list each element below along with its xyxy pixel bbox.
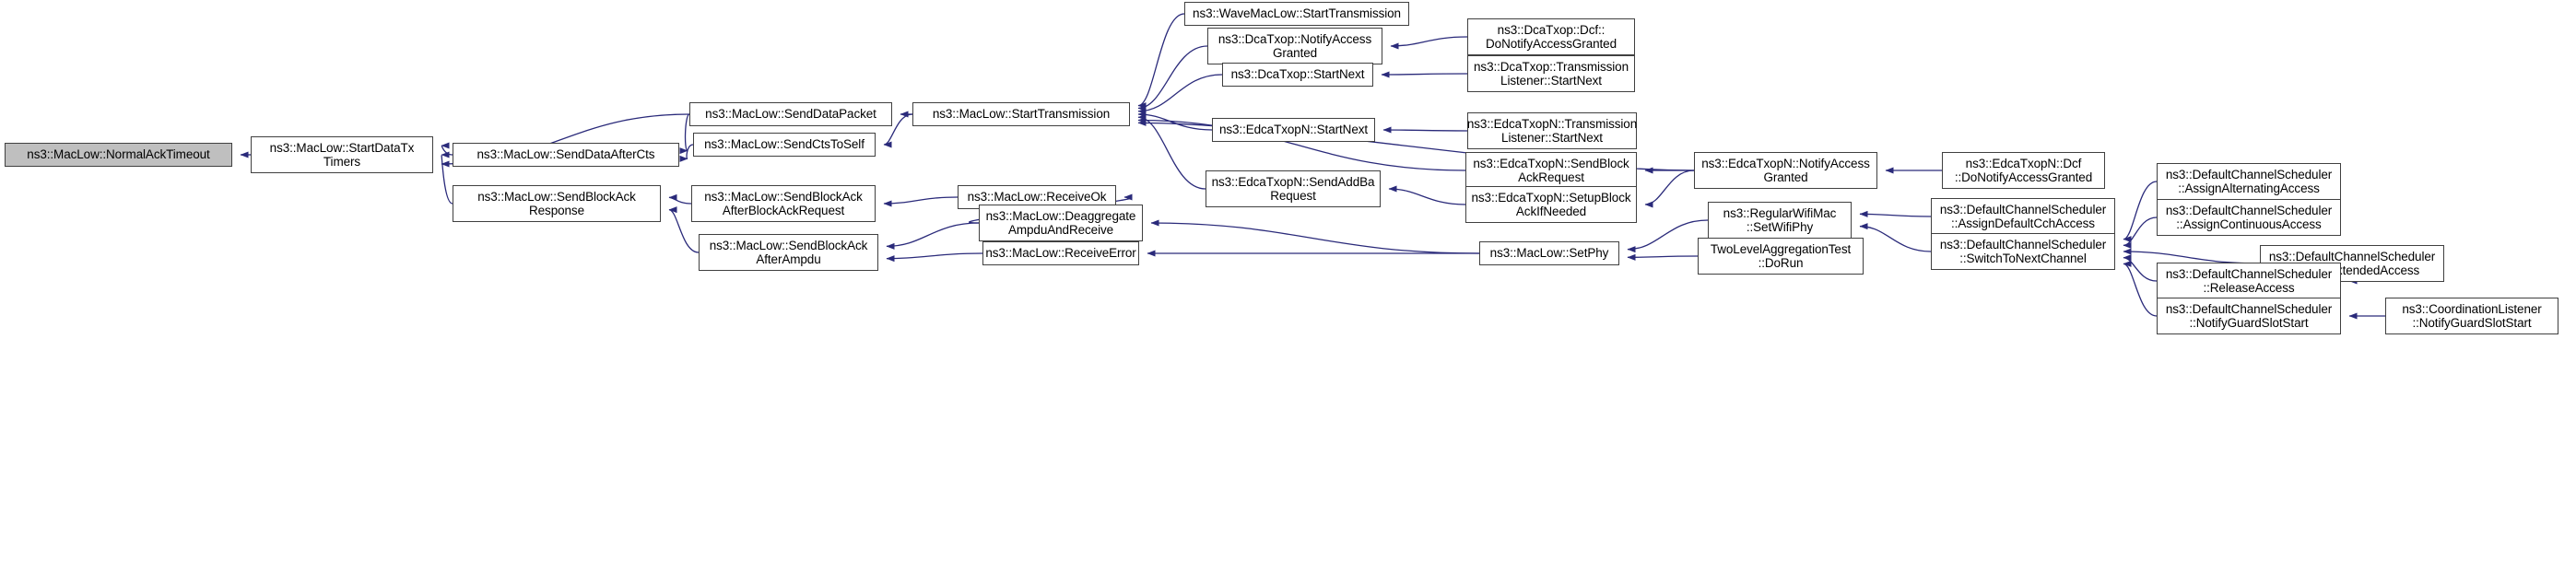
- graph-node[interactable]: ns3::RegularWifiMac ::SetWifiPhy: [1708, 202, 1852, 239]
- graph-edge: [1137, 13, 1185, 110]
- graph-edge: [883, 196, 959, 207]
- graph-edge: [668, 206, 700, 253]
- graph-node[interactable]: ns3::MacLow::StartDataTx Timers: [251, 136, 433, 173]
- graph-edge: [1627, 253, 1699, 261]
- graph-node[interactable]: ns3::DefaultChannelScheduler ::NotifyGua…: [2157, 298, 2341, 334]
- graph-edge: [1137, 74, 1223, 115]
- graph-node[interactable]: ns3::MacLow::Deaggregate AmpduAndReceive: [979, 205, 1143, 241]
- graph-edge: [883, 113, 913, 148]
- graph-edge: [679, 113, 690, 155]
- graph-node[interactable]: ns3::MacLow::SendDataAfterCts: [453, 143, 679, 167]
- graph-node[interactable]: ns3::MacLow::SendDataPacket: [689, 102, 892, 126]
- graph-edge: [2123, 216, 2158, 249]
- graph-node[interactable]: ns3::EdcaTxopN::SetupBlock AckIfNeeded: [1465, 186, 1637, 223]
- graph-edge: [668, 193, 692, 205]
- graph-node[interactable]: ns3::DcaTxop::StartNext: [1222, 63, 1373, 87]
- graph-edge: [441, 142, 453, 156]
- graph-node[interactable]: ns3::MacLow::SendBlockAck AfterBlockAckR…: [691, 185, 876, 222]
- graph-node[interactable]: ns3::DefaultChannelScheduler ::AssignCon…: [2157, 199, 2341, 236]
- graph-edge: [1137, 111, 1213, 131]
- graph-node[interactable]: ns3::DefaultChannelScheduler ::AssignAlt…: [2157, 163, 2341, 200]
- graph-edge: [1627, 219, 1709, 253]
- graph-node[interactable]: ns3::MacLow::SendBlockAck Response: [453, 185, 661, 222]
- graph-edge: [1381, 71, 1468, 78]
- graph-edge: [2123, 260, 2158, 317]
- graph-edge: [1382, 126, 1468, 134]
- graph-node[interactable]: ns3::EdcaTxopN::StartNext: [1212, 118, 1375, 142]
- graph-edge: [1859, 210, 1932, 217]
- graph-node[interactable]: ns3::EdcaTxopN::Transmission Listener::S…: [1467, 112, 1637, 149]
- graph-node[interactable]: ns3::EdcaTxopN::SendAddBa Request: [1206, 170, 1381, 207]
- graph-edge: [886, 222, 980, 250]
- graph-edge: [1388, 185, 1466, 205]
- graph-edge: [1859, 223, 1932, 252]
- graph-node[interactable]: ns3::MacLow::StartTransmission: [912, 102, 1130, 126]
- graph-node[interactable]: ns3::MacLow::SendBlockAck AfterAmpdu: [699, 234, 878, 271]
- graph-node[interactable]: ns3::MacLow::ReceiveError: [982, 241, 1139, 265]
- graph-edge: [441, 152, 453, 205]
- graph-edge: [1644, 170, 1695, 208]
- graph-node[interactable]: TwoLevelAggregationTest ::DoRun: [1698, 238, 1864, 275]
- graph-node[interactable]: ns3::DcaTxop::Transmission Listener::Sta…: [1467, 55, 1635, 92]
- graph-edge: [1137, 117, 1466, 171]
- graph-node[interactable]: ns3::EdcaTxopN::Dcf ::DoNotifyAccessGran…: [1942, 152, 2105, 189]
- graph-edge: [679, 144, 694, 162]
- graph-edge: [2123, 181, 2158, 243]
- graph-node[interactable]: ns3::DefaultChannelScheduler ::SwitchToN…: [1931, 233, 2115, 270]
- graph-node[interactable]: ns3::DefaultChannelScheduler ::ReleaseAc…: [2157, 263, 2341, 299]
- graph-node[interactable]: ns3::EdcaTxopN::SendBlock AckRequest: [1465, 152, 1637, 189]
- graph-edge: [1150, 219, 1480, 254]
- graph-edge: [1137, 113, 1206, 190]
- graph-edge: [1137, 45, 1208, 111]
- graph-node[interactable]: ns3::CoordinationListener ::NotifyGuardS…: [2385, 298, 2558, 334]
- graph-node[interactable]: ns3::MacLow::SetPhy: [1479, 241, 1619, 265]
- graph-edge: [1390, 36, 1468, 50]
- graph-node[interactable]: ns3::DcaTxop::NotifyAccess Granted: [1207, 28, 1382, 64]
- graph-node[interactable]: ns3::DefaultChannelScheduler ::AssignDef…: [1931, 198, 2115, 235]
- graph-node[interactable]: ns3::MacLow::NormalAckTimeout: [5, 143, 232, 167]
- graph-node[interactable]: ns3::WaveMacLow::StartTransmission: [1184, 2, 1409, 26]
- graph-node[interactable]: ns3::DcaTxop::Dcf:: DoNotifyAccessGrante…: [1467, 18, 1635, 55]
- graph-node[interactable]: ns3::MacLow::SendCtsToSelf: [693, 133, 876, 157]
- graph-node[interactable]: ns3::EdcaTxopN::NotifyAccess Granted: [1694, 152, 1877, 189]
- graph-edge: [2123, 254, 2158, 282]
- graph-edge: [886, 252, 983, 263]
